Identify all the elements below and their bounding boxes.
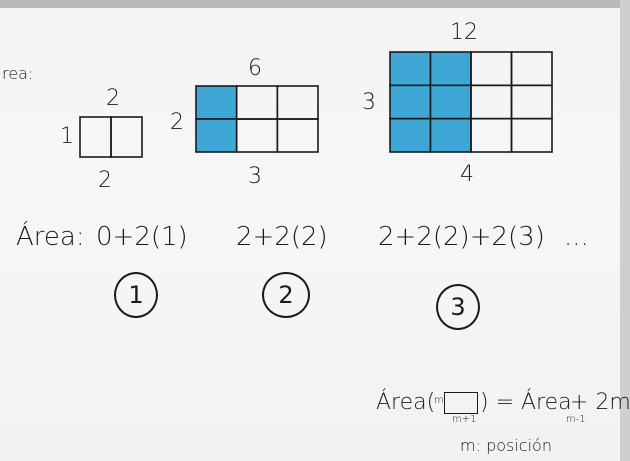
formula-legend: m: posición bbox=[460, 436, 552, 455]
figure3-cell bbox=[510, 84, 553, 120]
figure3-cell-shaded bbox=[429, 117, 472, 153]
figure3-cell-shaded bbox=[389, 84, 432, 120]
figure3-cell bbox=[470, 84, 513, 120]
figure3-cell bbox=[510, 117, 553, 153]
ellipsis: ... bbox=[564, 222, 589, 252]
figure3-cell bbox=[470, 117, 513, 153]
position-number-2: 2 bbox=[278, 281, 294, 309]
figure1-cell bbox=[110, 116, 143, 158]
figure2-cell bbox=[235, 118, 279, 153]
figure3-cell bbox=[510, 51, 553, 87]
figure3-grid bbox=[389, 51, 553, 153]
figure3-top-label: 12 bbox=[450, 20, 478, 45]
formula-right: ) = Área bbox=[480, 390, 572, 415]
figure2-left-label: 2 bbox=[170, 110, 184, 135]
formula-rectangle bbox=[444, 392, 478, 414]
position-circle-2: 2 bbox=[262, 272, 310, 318]
figure2-cell bbox=[235, 85, 279, 120]
formula-subscript: m-1 bbox=[566, 414, 586, 425]
title-fragment: rea: bbox=[2, 64, 34, 83]
figure3-left-label: 3 bbox=[362, 90, 376, 115]
area-expression-2: 2+2(2) bbox=[236, 222, 328, 252]
formula-left: Área( bbox=[376, 390, 436, 415]
position-number-1: 1 bbox=[128, 281, 144, 309]
figure2-cell bbox=[276, 118, 319, 153]
formula-tail: + 2m bbox=[570, 390, 630, 415]
figure3-cell-shaded bbox=[389, 117, 432, 153]
figure3-bottom-label: 4 bbox=[460, 162, 474, 187]
whiteboard-frame-top bbox=[0, 0, 630, 8]
figure1-bottom-label: 2 bbox=[98, 168, 112, 193]
figure1-top-label: 2 bbox=[106, 86, 120, 111]
formula-rect-m-plus-1: m+1 bbox=[452, 414, 477, 425]
position-number-3: 3 bbox=[450, 293, 466, 321]
figure2-cell-shaded bbox=[195, 118, 238, 153]
figure1-left-label: 1 bbox=[60, 124, 74, 149]
figure2-top-label: 6 bbox=[248, 56, 262, 81]
figure3-cell-shaded bbox=[429, 84, 472, 120]
figure2-cell-shaded bbox=[195, 85, 238, 120]
position-circle-1: 1 bbox=[114, 272, 158, 318]
whiteboard-frame-right bbox=[620, 0, 630, 461]
position-circle-3: 3 bbox=[436, 284, 480, 330]
figure2-bottom-label: 3 bbox=[248, 164, 262, 189]
figure3-cell bbox=[470, 51, 513, 87]
figure3-cell-shaded bbox=[429, 51, 472, 87]
formula-rect-m: m bbox=[434, 395, 444, 406]
figure3-cell-shaded bbox=[389, 51, 432, 87]
figure2-grid bbox=[195, 85, 319, 153]
area-expression-3: 2+2(2)+2(3) bbox=[378, 222, 545, 252]
figure1-cell bbox=[79, 116, 112, 158]
area-expression-1: 0+2(1) bbox=[96, 222, 188, 252]
figure1-grid bbox=[79, 116, 143, 158]
figure2-cell bbox=[276, 85, 319, 120]
area-label: Área: bbox=[16, 222, 85, 252]
